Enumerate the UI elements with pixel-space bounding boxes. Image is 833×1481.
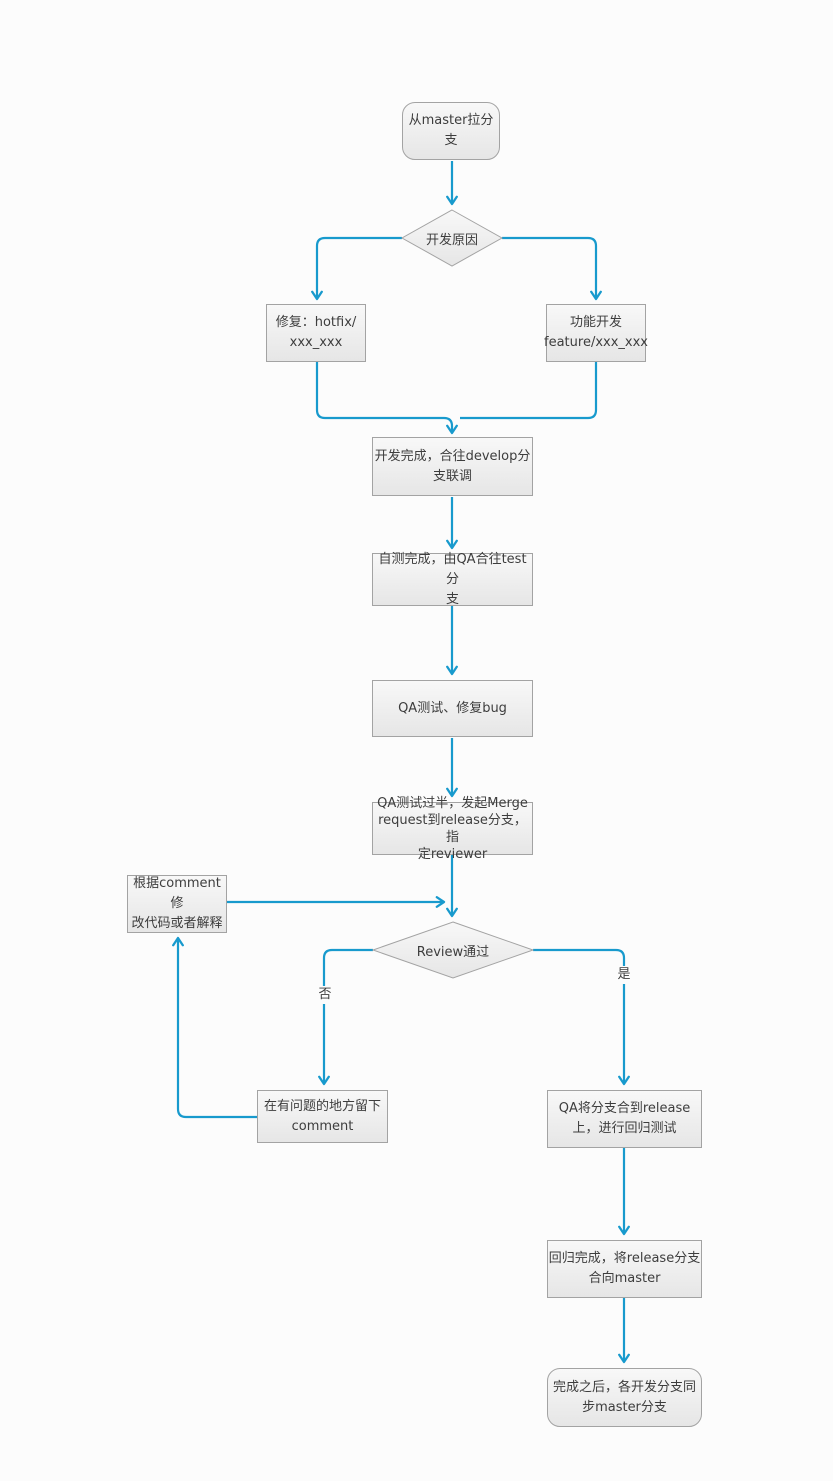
edge-review-yes-to-release — [533, 948, 630, 1086]
edge-hotfix-to-develop — [315, 362, 458, 435]
node-qa-test: QA测试、修复bug — [372, 680, 533, 737]
edge-review-no-to-comment — [318, 948, 373, 1086]
edge-reason-to-hotfix — [311, 236, 402, 301]
edge-comment-to-fixcomment — [172, 936, 257, 1119]
node-qa-release-merge: QA将分支合到release 上，进行回归测试 — [547, 1090, 702, 1148]
node-merge-request: QA测试过半，发起Merge request到release分支，指 定revi… — [372, 796, 533, 862]
node-feature: 功能开发 feature/xxx_xxx — [544, 304, 648, 362]
node-decision-review-label: Review通过 — [416, 944, 490, 960]
edge-reason-to-feature — [502, 236, 602, 301]
edge-feature-to-merge — [460, 362, 598, 420]
node-sync-master: 完成之后，各开发分支同 步master分支 — [547, 1368, 702, 1427]
edge-label-no: 否 — [315, 986, 335, 1004]
node-hotfix: 修复：hotfix/ xxx_xxx — [266, 304, 366, 362]
node-leave-comment: 在有问题的地方留下 comment — [257, 1090, 388, 1143]
decision-review-diamond — [371, 921, 535, 979]
decision-reason-diamond — [400, 209, 504, 267]
edge-label-yes: 是 — [614, 966, 634, 984]
node-start: 从master拉分支 — [402, 102, 500, 160]
node-self-test: 自测完成，由QA合往test分 支 — [372, 552, 533, 607]
node-fix-by-comment: 根据comment修 改代码或者解释 — [127, 875, 227, 933]
node-regression-done: 回归完成，将release分支 合向master — [547, 1240, 702, 1298]
node-decision-reason-label: 开发原因 — [425, 232, 478, 248]
node-develop-merge: 开发完成，合往develop分 支联调 — [372, 437, 533, 496]
